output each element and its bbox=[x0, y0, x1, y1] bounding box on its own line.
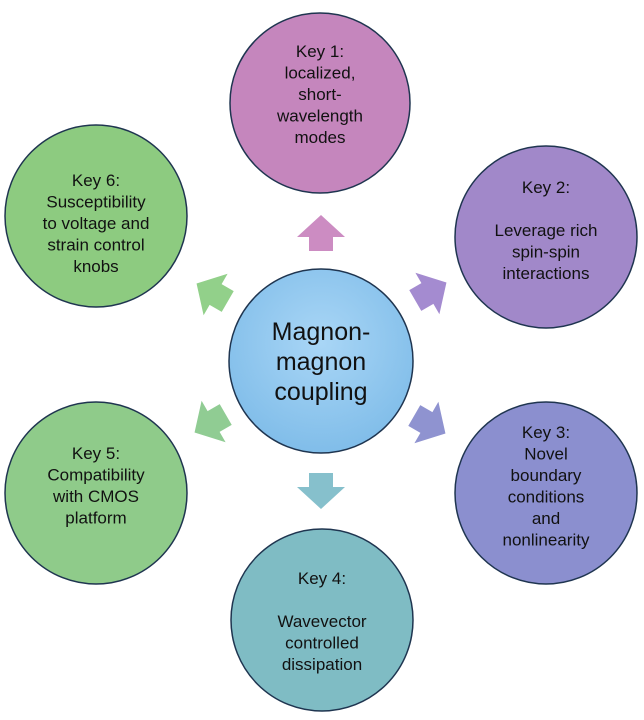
node-circle bbox=[454, 145, 638, 329]
node-label-line: Key 6: bbox=[72, 171, 120, 190]
node-label-line: Key 5: bbox=[72, 444, 120, 463]
arrows-layer bbox=[194, 215, 447, 509]
node-label-line: Wavevector bbox=[277, 612, 366, 631]
arrow-to-key-5 bbox=[194, 400, 232, 443]
node-label: Key 3: Novel boundary conditions and nonlinea… bbox=[503, 423, 590, 550]
arrow-to-key-4 bbox=[297, 473, 345, 509]
node-label-line: with CMOS bbox=[52, 487, 139, 506]
node-label-line: Leverage rich bbox=[494, 221, 597, 240]
arrow-to-key-3 bbox=[408, 401, 446, 444]
node-label-line: short- bbox=[298, 85, 341, 104]
node-label-line: conditions bbox=[508, 488, 585, 507]
node-label-line: wavelength bbox=[276, 107, 363, 126]
node-key-2: Key 2: Leverage rich spin-spin interactions bbox=[454, 145, 638, 329]
node-label-line: Key 4: bbox=[298, 569, 346, 588]
node-label-line: nonlinearity bbox=[503, 531, 590, 550]
node-key-6: Key 6: Susceptibility to voltage and strain… bbox=[4, 124, 188, 308]
arrow-to-key-2 bbox=[409, 272, 447, 315]
node-circle bbox=[230, 528, 414, 712]
node-label-line: localized, bbox=[285, 64, 356, 83]
node-label: Key 1: localized, short-wavelength modes bbox=[276, 42, 363, 147]
node-label: Key 6: Susceptibility to voltage and strain… bbox=[43, 171, 150, 276]
node-label: Key 2: Leverage rich spin-spin interactions bbox=[494, 178, 597, 283]
center-label-line: Magnon- bbox=[272, 318, 371, 346]
arrow-to-key-6 bbox=[196, 273, 234, 316]
node-label-line: boundary bbox=[511, 466, 582, 485]
node-label-line: platform bbox=[65, 509, 126, 528]
node-circle bbox=[4, 124, 188, 308]
node-key-4: Key 4: Wavevector controlled dissipation bbox=[230, 528, 414, 712]
node-label-line: knobs bbox=[73, 257, 118, 276]
node-label: Key 5: Compatibility with CMOS platform bbox=[47, 444, 145, 528]
node-label-line: Key 2: bbox=[522, 178, 570, 197]
node-label-line: dissipation bbox=[282, 655, 362, 674]
node-label-line: to voltage and bbox=[43, 214, 150, 233]
node-label: Key 4: Wavevector controlled dissipation bbox=[277, 569, 366, 674]
node-label-line: and bbox=[532, 509, 560, 528]
node-circle bbox=[229, 12, 411, 194]
node-label-line: Key 3: bbox=[522, 423, 570, 442]
node-label-line: Novel bbox=[524, 445, 567, 464]
arrow-to-key-1 bbox=[297, 215, 345, 251]
node-label-line: Compatibility bbox=[47, 466, 145, 485]
center-label-line: magnon bbox=[276, 348, 366, 376]
node-label-line: Key 1: bbox=[296, 42, 344, 61]
node-label-line: controlled bbox=[285, 634, 359, 653]
node-label-line: strain control bbox=[47, 236, 144, 255]
node-key-5: Key 5: Compatibility with CMOS platform bbox=[4, 401, 188, 585]
center-circle bbox=[228, 268, 414, 454]
node-label-line: modes bbox=[294, 128, 345, 147]
node-key-3: Key 3: Novel boundary conditions and nonlinea… bbox=[454, 401, 638, 585]
node-label-line: spin-spin bbox=[512, 243, 580, 262]
node-circle bbox=[454, 401, 638, 585]
node-circle bbox=[4, 401, 188, 585]
node-key-1: Key 1: localized, short-wavelength modes bbox=[229, 12, 411, 194]
node-label-line: interactions bbox=[503, 264, 590, 283]
center-label-line: coupling bbox=[274, 378, 367, 406]
node-label-line: Susceptibility bbox=[46, 193, 146, 212]
